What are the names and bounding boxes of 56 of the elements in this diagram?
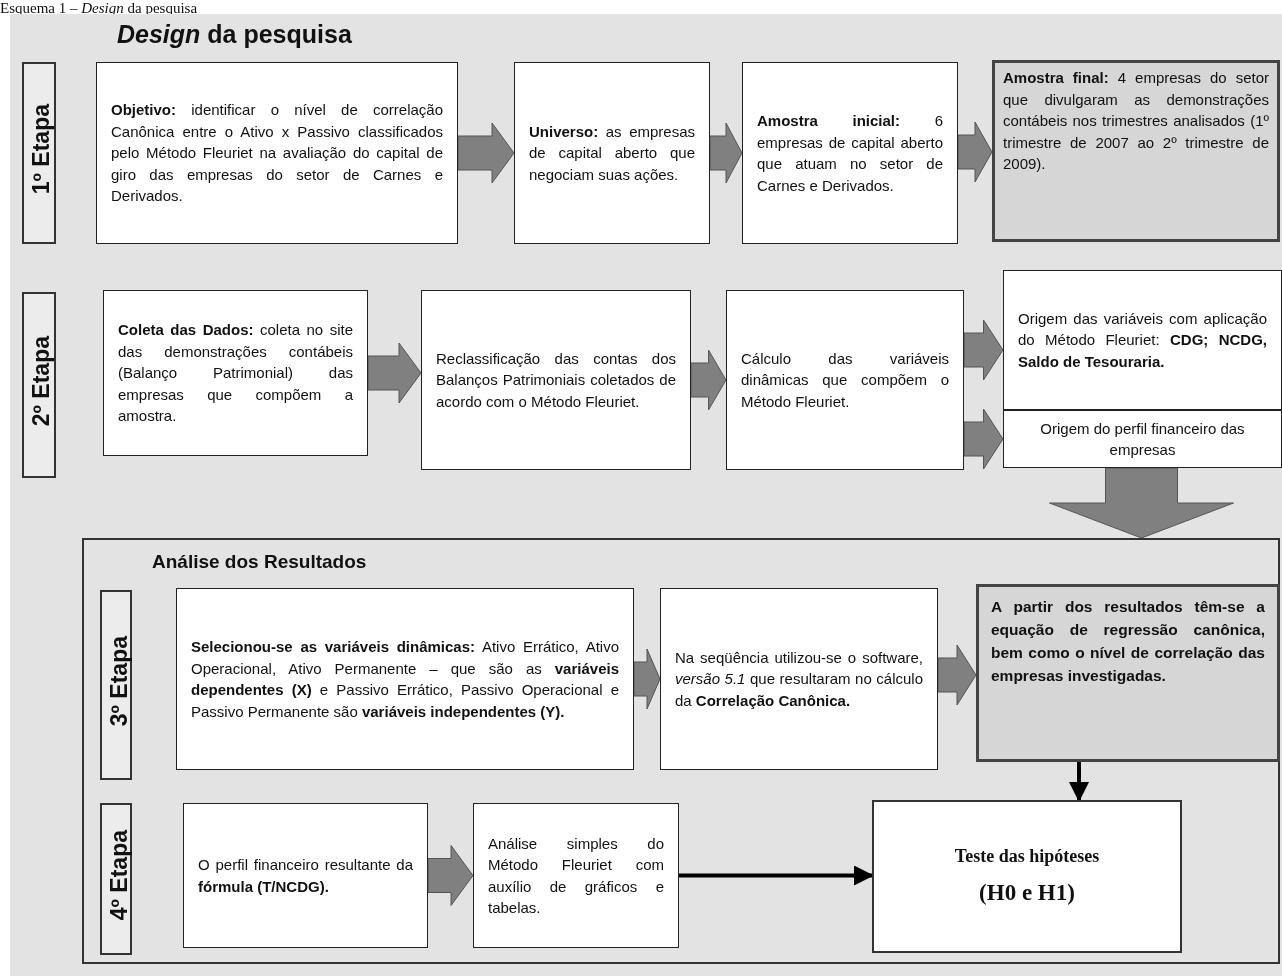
block-arrow (690, 349, 727, 411)
stage-label-box (100, 590, 132, 780)
box-text: Origem das variáveis com aplicação do Método Fleuriet: CDG; NCDG, Saldo de Tesouraria. (1018, 308, 1267, 372)
result-box (992, 60, 1280, 242)
process-box (1003, 270, 1282, 410)
process-box (421, 290, 691, 470)
diagram-title: Design da pesquisa (117, 19, 352, 50)
block-arrow (457, 122, 515, 184)
box-text: Universo: as empresas de capital aberto que negociam suas ações. (529, 121, 695, 185)
box-text: A partir dos resultados têm-se a equação de regressão canônica, bem como o nível de correlação das empresas investigadas. (991, 597, 1265, 686)
process-box (96, 62, 458, 244)
box-text: Amostra inicial: 6 empresas de capital aberto que atuam no setor de Carnes e Derivados. (757, 111, 943, 196)
process-box (660, 588, 938, 770)
process-box (473, 803, 679, 948)
process-box (742, 62, 958, 244)
section-title: Análise dos Resultados (152, 550, 367, 574)
box-text: (H0 e H1) (979, 878, 1075, 907)
box-text: Na seqüência utilizou-se o software, versão 5.1 que resultaram no cálculo da Correlação Canônica. (675, 647, 923, 711)
box-text: O perfil financeiro resultante da fórmula (T/NCDG). (198, 855, 413, 897)
result-box (976, 584, 1280, 762)
block-arrow (427, 845, 474, 906)
block-arrow (633, 648, 661, 710)
arrow (679, 865, 874, 886)
box-text: Análise simples do Método Fleuriet com auxílio de gráficos e tabelas. (488, 833, 664, 918)
process-box (1003, 410, 1282, 468)
stage-label-box (100, 803, 132, 955)
block-arrow (1049, 467, 1234, 539)
process-box (176, 588, 634, 770)
box-text: Teste das hipóteses (954, 844, 1100, 868)
block-arrow (367, 342, 422, 404)
box-text: Amostra final: 4 empresas do setor que divulgaram as demonstrações contábeis nos trimestres analisados (1º trimestre de 2007 ao 2º trimestre de 2009). (1003, 68, 1269, 174)
block-arrow (963, 319, 1004, 381)
caption: Esquema 1 – Design da pesquisa (0, 0, 198, 18)
stage-label: 1º Etapa (27, 104, 55, 195)
process-box (103, 290, 368, 456)
arrow (1069, 762, 1089, 802)
box-text: Coleta das Dados: coleta no site das demonstrações contábeis (Balanço Patrimonial) das empresas que compõem a amostra. (118, 320, 353, 427)
stage-label: 3º Etapa (105, 636, 133, 727)
process-box (514, 62, 710, 244)
process-box (726, 290, 964, 470)
section-panel (82, 538, 1280, 964)
process-box (183, 803, 428, 948)
stage-label: 4º Etapa (105, 830, 133, 921)
box-text: Cálculo das variáveis dinâmicas que compõem o Método Fleuriet. (741, 348, 949, 412)
conclusion-box (872, 800, 1182, 953)
stage-label: 2º Etapa (27, 336, 55, 427)
block-arrow (957, 121, 993, 183)
box-text: Selecionou-se as variáveis dinâmicas: Ativo Errático, Ativo Operacional, Ativo Permanente – que são as variáveis dependentes (X) e Passivo Errático, Passivo Operacional e Passivo Permanente são variáveis independentes (Y). (191, 637, 619, 722)
block-arrow (963, 408, 1004, 470)
box-text: Origem do perfil financeiro das empresas (1039, 419, 1246, 460)
block-arrow (937, 644, 977, 706)
box-text: Reclassificação das contas dos Balanços Patrimoniais coletados de acordo com o Método Fleuriet. (436, 348, 676, 412)
block-arrow (709, 122, 743, 184)
box-text: Objetivo: identificar o nível de correlação Canônica entre o Ativo x Passivo classificados pelo Método Fleuriet na avaliação do capital de giro das empresas do setor de Carnes e Derivados. (111, 100, 443, 207)
stage-label-box (22, 292, 56, 478)
stage-label-box (22, 62, 56, 244)
